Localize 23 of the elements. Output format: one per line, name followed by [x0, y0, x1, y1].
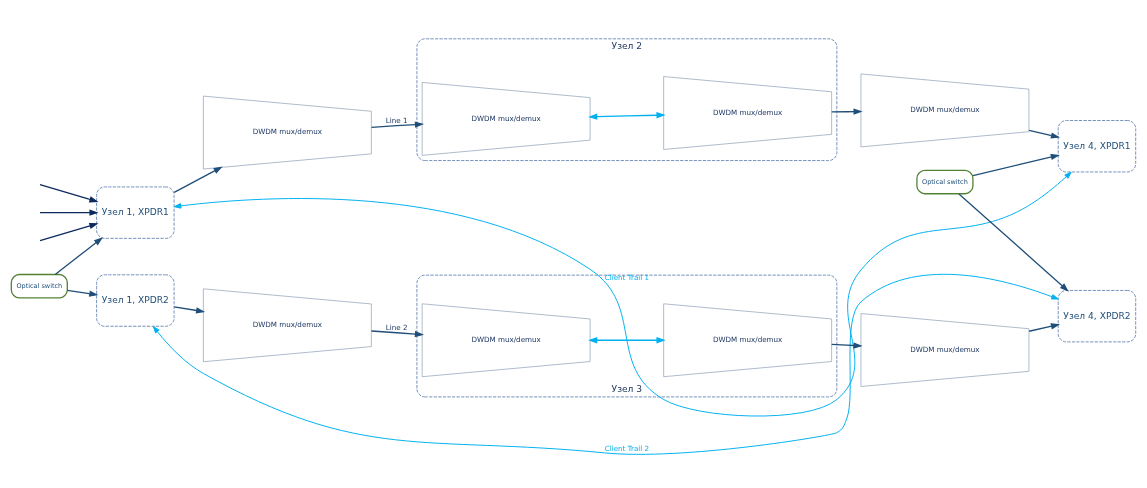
arrow [831, 108, 863, 115]
arrow [958, 193, 1069, 292]
arrow [173, 306, 206, 314]
arrow [39, 184, 99, 203]
node-box: Узел 1, XPDR1 [96, 186, 175, 239]
arrow [588, 112, 666, 120]
arrow [972, 153, 1060, 177]
arrow [173, 171, 1072, 417]
arrow [1028, 129, 1061, 139]
arrow [370, 330, 425, 338]
arrow [1028, 323, 1061, 332]
arrow [831, 342, 863, 349]
arrow [54, 237, 103, 276]
arrow [39, 209, 99, 216]
arrow [152, 273, 1059, 455]
arrow [588, 337, 666, 344]
node-box: Узел 4, XPDR2 [1057, 290, 1136, 343]
arrow [370, 121, 425, 128]
node-box: Узел 4, XPDR1 [1057, 120, 1136, 173]
arrow [39, 222, 99, 242]
node-box: Узел 1, XPDR2 [96, 274, 175, 327]
arrow [66, 289, 99, 297]
arrow [173, 166, 223, 193]
